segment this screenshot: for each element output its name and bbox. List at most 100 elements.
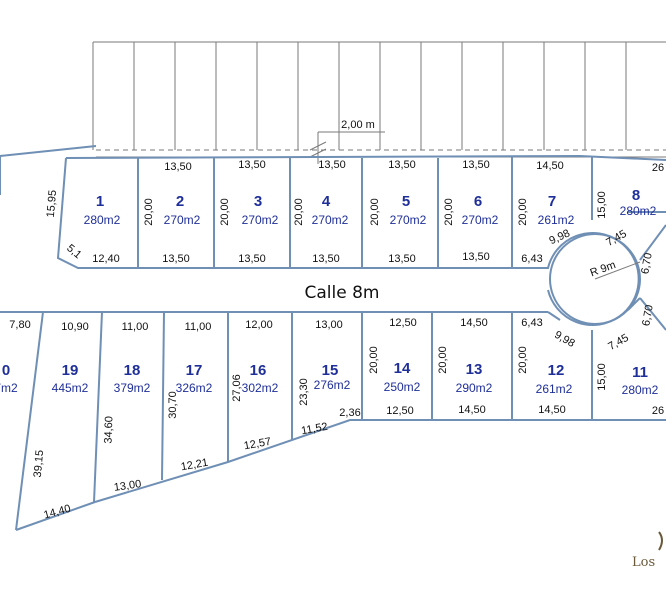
dimension: 34,60 <box>103 416 116 444</box>
dimension: 15,00 <box>596 191 608 219</box>
lot-number: 2 <box>176 193 184 210</box>
dimension: 13,50 <box>318 159 346 171</box>
dimension: 14,50 <box>458 404 486 416</box>
street-label: Calle 8m <box>305 283 380 303</box>
dimension: 14,50 <box>538 404 566 416</box>
dimension: 13,50 <box>162 253 190 265</box>
lot-number: 3 <box>254 193 262 210</box>
lot-area: 250m2 <box>384 380 421 394</box>
lot-area: 379m2 <box>114 381 151 395</box>
lot-number: 0 <box>2 362 10 379</box>
dimension: 12,50 <box>386 405 414 417</box>
dimension: 6,43 <box>521 253 542 265</box>
lot-area: 261m2 <box>538 213 575 227</box>
lot-number: 4 <box>322 193 331 210</box>
dimension: 20,00 <box>293 198 305 226</box>
dimension: 12,40 <box>92 253 120 265</box>
dimension: 30,70 <box>167 391 179 419</box>
dimension: 13,50 <box>462 159 490 171</box>
dimension: 20,00 <box>219 198 231 226</box>
lot-area: 280m2 <box>84 213 121 227</box>
dimension: 13,50 <box>238 159 266 171</box>
lot-area: 7m2 <box>0 381 18 395</box>
dimension: 12,57 <box>243 436 272 453</box>
setback-label: 2,00 m <box>341 119 375 131</box>
dimension: 39,15 <box>32 450 46 478</box>
dimension: 12,21 <box>180 457 209 474</box>
dimension: 14,40 <box>42 503 72 522</box>
lot-number: 6 <box>474 193 482 210</box>
lot-number: 16 <box>250 362 267 379</box>
lot-area: 270m2 <box>462 213 499 227</box>
dimension: 13,50 <box>164 161 192 173</box>
dimension: 13,50 <box>312 253 340 265</box>
cul-de-sac <box>549 224 666 331</box>
lot-area: 302m2 <box>242 381 279 395</box>
lot-number: 11 <box>632 364 648 381</box>
lot-area: 270m2 <box>312 213 349 227</box>
dimension: 9,98 <box>547 227 571 247</box>
dimension: 14,50 <box>536 160 564 172</box>
dimension: 20,00 <box>517 198 529 226</box>
lot-area: 280m2 <box>620 204 657 218</box>
dimension: 20,00 <box>369 198 381 226</box>
dimension: 13,00 <box>113 478 142 494</box>
dimension: 20,00 <box>517 346 529 374</box>
lot-area: 280m2 <box>622 383 659 397</box>
lot-number: 15 <box>322 362 339 379</box>
lot-area: 270m2 <box>164 213 201 227</box>
dimension: 20,00 <box>368 346 380 374</box>
lot-number: 17 <box>186 362 203 379</box>
dimension: 20,00 <box>437 346 449 374</box>
lot-number: 19 <box>62 362 79 379</box>
lot-number: 18 <box>124 362 141 379</box>
lot-area: 261m2 <box>536 382 573 396</box>
dimension: 11,00 <box>185 321 212 333</box>
logo-text: Los <box>632 555 655 570</box>
dimension: 13,50 <box>388 253 416 265</box>
dimension-labels: 13,50 13,50 13,50 13,50 13,50 14,50 26 1… <box>9 159 664 521</box>
dimension: 12,00 <box>245 319 273 331</box>
dimension: 9,98 <box>552 329 577 350</box>
dimension: 26 <box>652 405 664 417</box>
dimension: 5,1 <box>64 242 83 261</box>
dimension: 6,43 <box>521 317 542 329</box>
dimension: 13,50 <box>238 253 266 265</box>
neighbor-parcels <box>92 41 666 164</box>
lot-area: 276m2 <box>314 378 351 392</box>
lot-number: 14 <box>394 360 411 377</box>
lot-number: 1 <box>96 193 104 210</box>
lot-number: 12 <box>548 362 565 379</box>
dimension: 20,00 <box>443 198 455 226</box>
dimension: 11,00 <box>122 321 149 333</box>
dimension: 23,30 <box>298 378 310 406</box>
lot-area: 326m2 <box>176 381 213 395</box>
dimension: 13,00 <box>315 319 343 331</box>
dimension: 2,36 <box>339 407 360 419</box>
dimension: 13,50 <box>462 251 490 263</box>
dimension: 10,90 <box>61 321 89 333</box>
dimension: 7,80 <box>9 319 30 331</box>
lot-number: 8 <box>632 187 640 204</box>
lot-area: 270m2 <box>390 213 427 227</box>
dimension: 6,70 <box>640 304 656 327</box>
dimension: 11,52 <box>300 421 328 437</box>
dimension: 27,06 <box>231 374 243 402</box>
dimension: 15,95 <box>45 190 59 218</box>
dimension: 13,50 <box>388 159 416 171</box>
dimension: 26 <box>652 162 664 174</box>
dimension: 15,00 <box>596 363 608 391</box>
lot-number: 7 <box>548 193 556 210</box>
lot-area: 290m2 <box>456 381 493 395</box>
dimension: 12,50 <box>389 317 417 329</box>
lot-area: 270m2 <box>242 213 279 227</box>
lot-labels: 1 280m2 2 270m2 3 270m2 4 270m2 5 270m2 … <box>0 187 659 397</box>
lot-area: 445m2 <box>52 381 89 395</box>
dimension: 7,45 <box>606 332 631 353</box>
lower-lots-outline <box>0 311 666 531</box>
dimension: 20,00 <box>143 198 155 226</box>
dimension: 14,50 <box>460 317 488 329</box>
logo-mark-icon <box>658 531 663 551</box>
dimension: 6,70 <box>639 252 655 275</box>
